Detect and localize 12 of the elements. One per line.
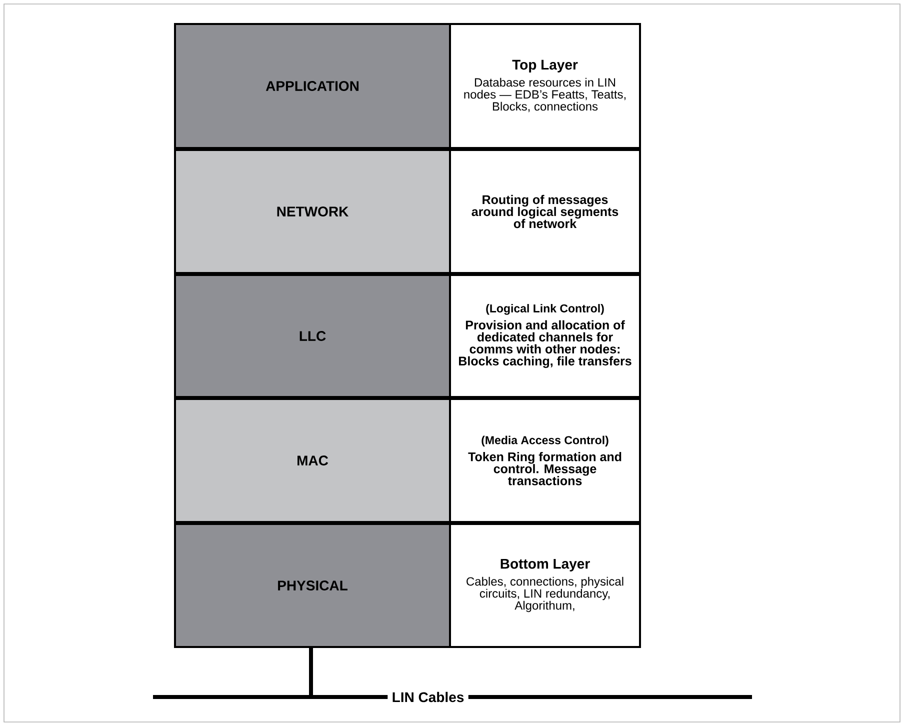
- connector-line: [309, 648, 313, 697]
- description-box: (Logical Link Control) Provision and allocation of dedicated channels for comms with other nodes: Blocks caching, file transfers: [449, 274, 641, 398]
- layer-box: MAC: [174, 398, 451, 523]
- description-box: Bottom Layer Cables, connections, physical circuits, LIN redundancy, Algorithum,: [449, 523, 641, 648]
- layer-box: PHYSICAL: [174, 523, 451, 648]
- description-box: Top Layer Database resources in LIN nodes — EDB’s Featts, Teatts, Blocks, connections: [449, 23, 641, 149]
- description-box: Routing of messages around logical segments of network: [449, 149, 641, 274]
- layer-box: APPLICATION: [174, 23, 451, 149]
- description-box: (Media Access Control) Token Ring formation and control. Message transactions: [449, 398, 641, 523]
- cable-line: LIN Cables: [153, 688, 752, 706]
- layer-box: LLC: [174, 274, 451, 398]
- layer-box: NETWORK: [174, 149, 451, 274]
